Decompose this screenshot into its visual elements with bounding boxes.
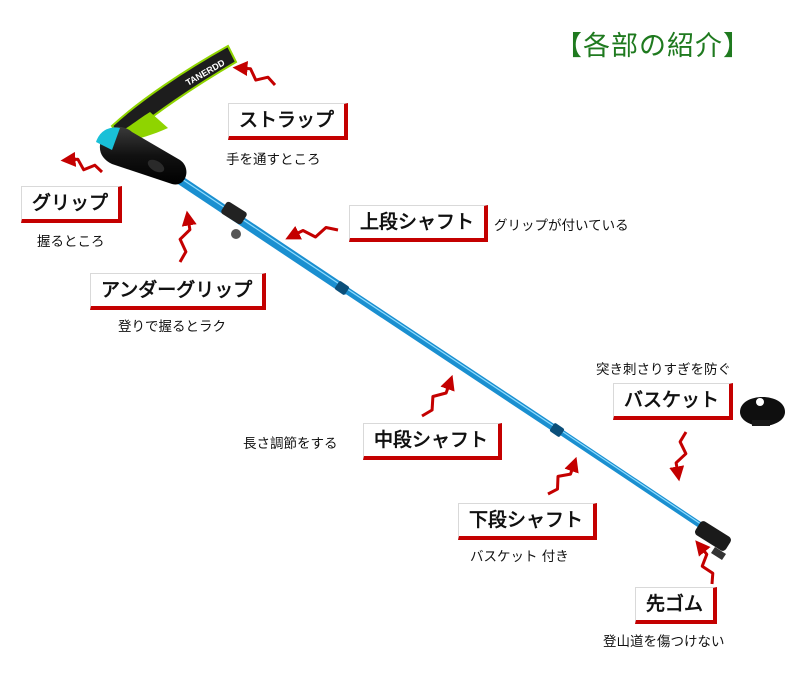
arrow-upper-shaft: [285, 225, 339, 240]
shaft-lock-drawing: [221, 201, 247, 239]
label-strap: ストラップ: [228, 103, 349, 140]
label-under-grip: アンダーグリップ: [90, 273, 267, 310]
diagram-title: 【各部の紹介】: [555, 31, 751, 62]
label-middle-shaft: 中段シャフト: [363, 423, 503, 460]
basket-drawing: [740, 397, 785, 426]
upper-shaft-segment-highlight: [179, 177, 346, 289]
middle-shaft-segment-highlight: [339, 283, 561, 431]
caption-basket: 突き刺さりすぎを防ぐ: [596, 362, 731, 378]
shaft-collar: [335, 281, 349, 295]
arrow-strap: [232, 61, 277, 87]
arrow-basket: [669, 431, 688, 482]
arrow-lower-shaft: [547, 456, 579, 496]
shaft-drawing: [175, 175, 703, 528]
arrows: [60, 61, 715, 585]
grip-drawing: [96, 126, 187, 185]
caption-under-grip: 登りで握るとラク: [118, 319, 226, 335]
caption-upper-shaft: グリップが付いている: [494, 218, 629, 234]
caption-grip: 握るところ: [37, 234, 105, 250]
lower-shaft-segment: [552, 425, 703, 528]
upper-shaft-segment: [175, 175, 350, 295]
arrow-middle-shaft: [421, 374, 455, 418]
caption-tip-rubber: 登山道を傷つけない: [603, 634, 725, 650]
label-upper-shaft: 上段シャフト: [349, 205, 489, 242]
caption-strap: 手を通すところ: [226, 152, 321, 168]
tip-rubber-drawing: [695, 521, 731, 560]
shaft-collar: [550, 423, 564, 437]
label-basket: バスケット: [613, 383, 734, 420]
middle-shaft-segment: [336, 282, 564, 436]
arrow-grip: [60, 151, 104, 174]
caption-middle-shaft: 長さ調節をする: [243, 436, 338, 452]
lower-shaft-segment-highlight: [554, 426, 701, 524]
strap-drawing: TANERDD: [110, 44, 238, 142]
caption-lower-shaft: バスケット 付き: [470, 549, 569, 565]
label-grip: グリップ: [21, 186, 123, 223]
label-tip-rubber: 先ゴム: [635, 587, 718, 624]
arrow-under-grip: [178, 210, 197, 263]
arrow-tip-rubber: [695, 540, 715, 585]
label-lower-shaft: 下段シャフト: [458, 503, 598, 540]
